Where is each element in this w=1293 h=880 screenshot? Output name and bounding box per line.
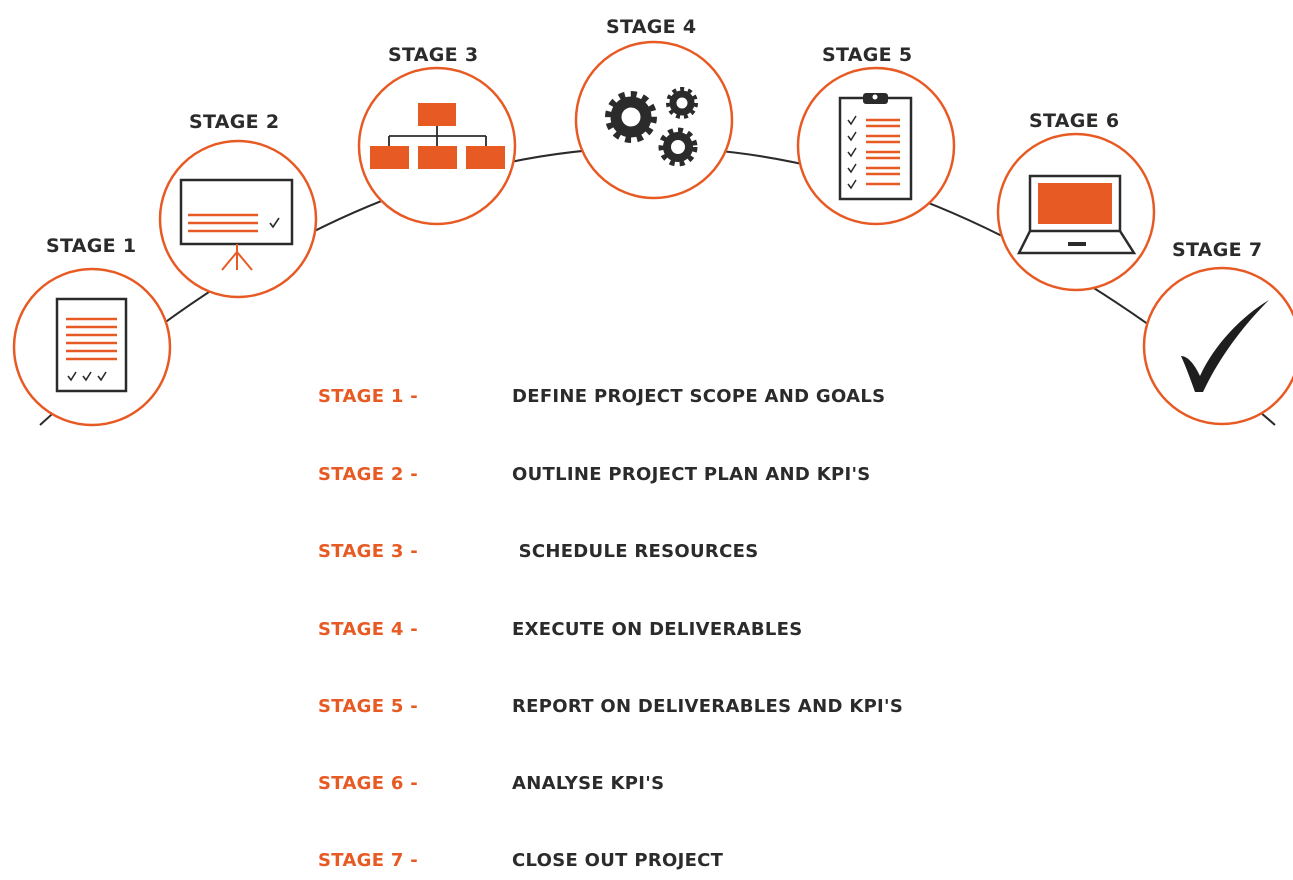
laptop-icon [1016,174,1137,255]
clipboard-checklist-icon [838,93,913,201]
stage-6-title: STAGE 6 [1029,110,1120,132]
legend-label: STAGE 3 - [318,541,419,562]
gears-icon [605,87,698,167]
stage-5-title: STAGE 5 [822,44,913,66]
stage-7-node [1142,266,1293,426]
stage-2-node [158,139,318,299]
legend-description: SCHEDULE RESOURCES [512,541,759,562]
stage-1-title: STAGE 1 [46,235,137,257]
checkmark-icon [1181,300,1269,392]
legend-label: STAGE 1 - [318,386,419,407]
legend-description: OUTLINE PROJECT PLAN AND KPI'S [512,464,871,485]
stage-1-node [12,267,172,427]
org-chart-icon [370,103,505,169]
legend-label: STAGE 4 - [318,619,419,640]
document-checklist-icon [55,297,128,393]
stage-3-title: STAGE 3 [388,44,479,66]
stage-6-node [996,132,1156,292]
legend-label: STAGE 7 - [318,850,419,871]
legend-description: DEFINE PROJECT SCOPE AND GOALS [512,386,886,407]
stage-3-node [357,66,517,226]
presentation-board-icon [179,178,294,271]
legend-label: STAGE 2 - [318,464,419,485]
stage-4-node [574,40,734,200]
legend-label: STAGE 6 - [318,773,419,794]
stage-5-node [796,66,956,226]
legend-description: CLOSE OUT PROJECT [512,850,724,871]
stage-7-title: STAGE 7 [1172,239,1263,261]
legend-description: EXECUTE ON DELIVERABLES [512,619,803,640]
stage-2-title: STAGE 2 [189,111,280,133]
legend-description: ANALYSE KPI'S [512,773,665,794]
legend-label: STAGE 5 - [318,696,419,717]
legend-description: REPORT ON DELIVERABLES AND KPI'S [512,696,904,717]
stage-4-title: STAGE 4 [606,16,697,38]
